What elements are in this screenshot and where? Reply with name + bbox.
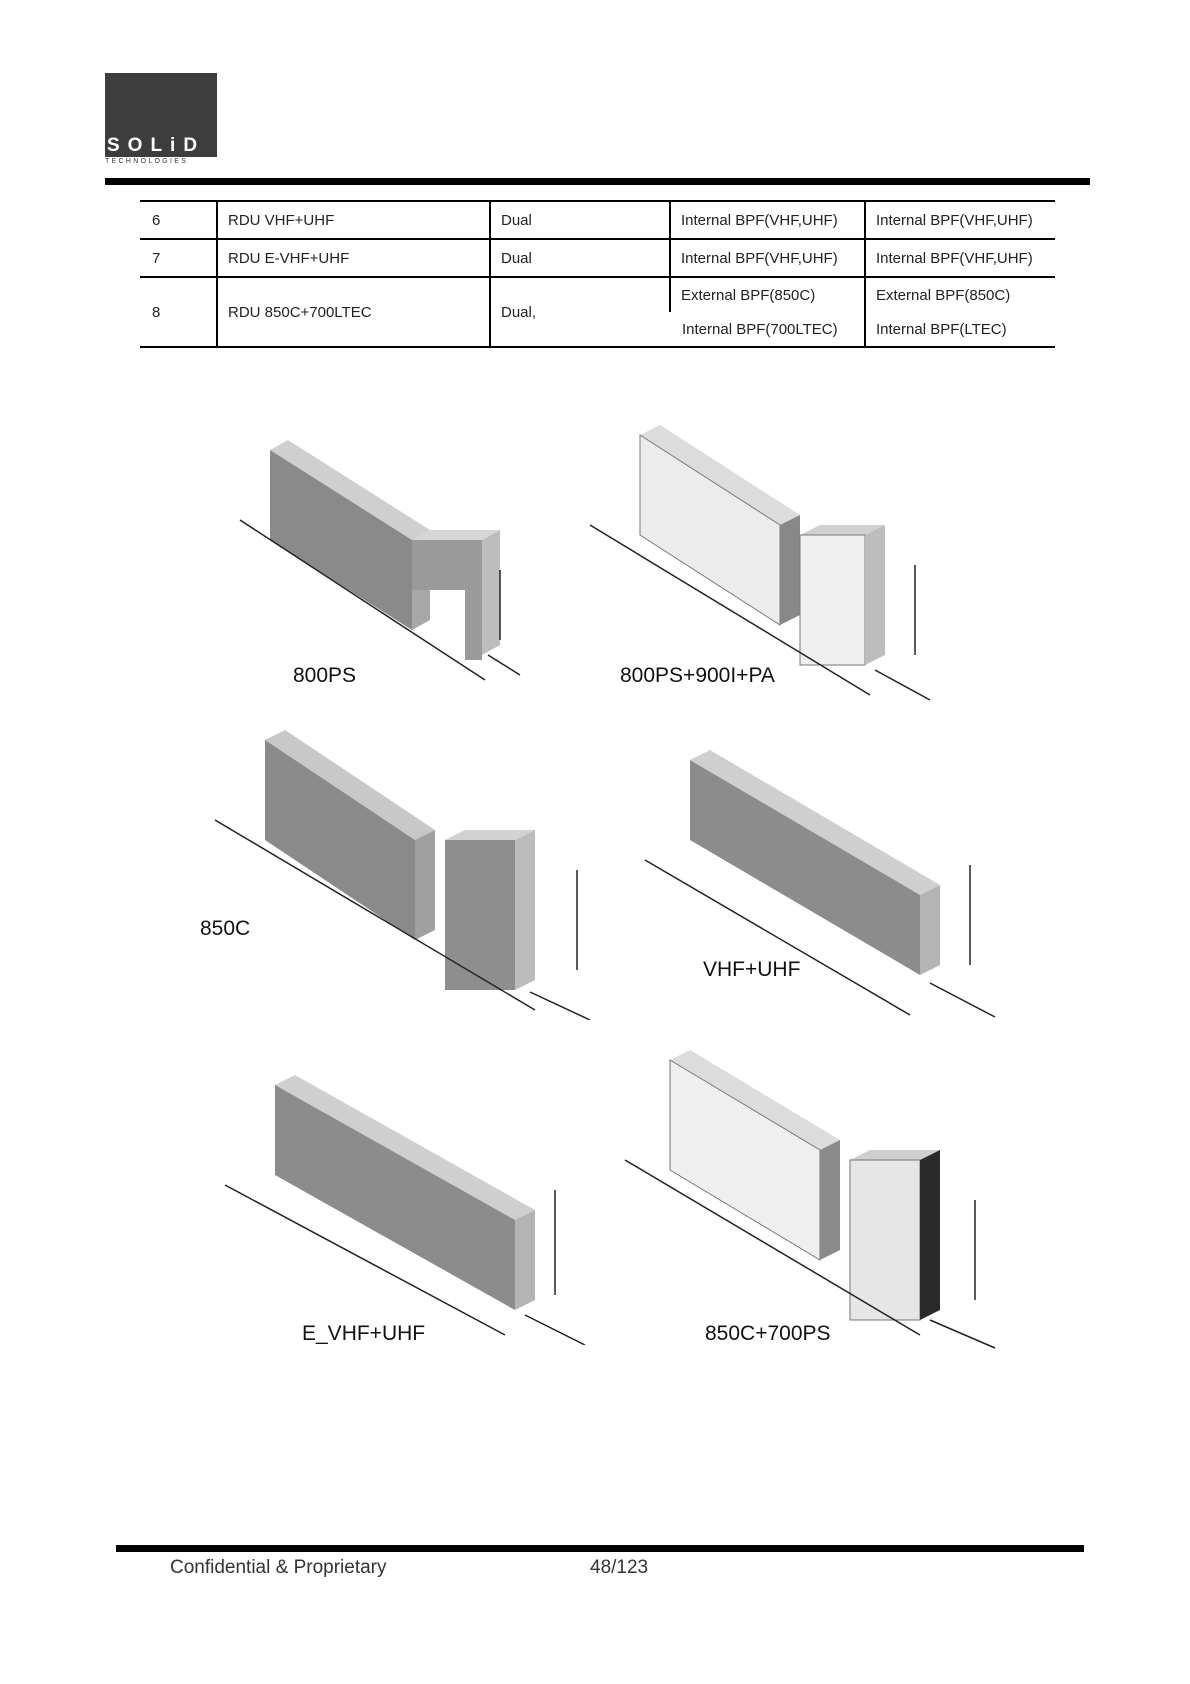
logo-tagline: TECHNOLOGIES — [105, 158, 189, 165]
table-row: 7 RDU E-VHF+UHF Dual Internal BPF(VHF,UH… — [140, 238, 1055, 278]
spec-table: 6 RDU VHF+UHF Dual Internal BPF(VHF,UHF)… — [140, 200, 1055, 348]
page-number: 48/123 — [590, 1557, 649, 1578]
table-row: Internal BPF(700LTEC) Internal BPF(LTEC) — [140, 312, 1055, 348]
cell-type: Dual — [489, 238, 670, 278]
logo-block — [105, 73, 217, 143]
cell-filter: Internal BPF(VHF,UHF) — [864, 200, 1055, 240]
figure-caption: 800PS — [293, 664, 357, 687]
cell-filter: Internal BPF(LTEC) — [864, 312, 1055, 348]
figure-caption: 800PS+900I+PA — [620, 664, 775, 687]
cell-filter: Internal BPF(VHF,UHF) — [864, 238, 1055, 278]
figure-caption: 850C+700PS — [705, 1322, 831, 1345]
table-row: 6 RDU VHF+UHF Dual Internal BPF(VHF,UHF)… — [140, 200, 1055, 240]
cell-name: RDU E-VHF+UHF — [216, 238, 490, 278]
footer-rule — [116, 1545, 1084, 1552]
product-render — [224, 1075, 586, 1345]
cell-type: Dual, — [489, 276, 670, 348]
cell-filter: Internal BPF(VHF,UHF) — [669, 200, 865, 240]
product-render — [624, 1050, 996, 1349]
cell-filter: Internal BPF(VHF,UHF) — [669, 238, 865, 278]
product-figure-e-vhf-uhf — [220, 1070, 600, 1345]
logo-wordmark: SOLiD — [105, 135, 217, 157]
cell-filter: External BPF(850C) — [864, 276, 1055, 312]
cell-no: 7 — [140, 238, 217, 278]
product-figure-800ps-900i-pa — [585, 425, 965, 715]
product-render — [214, 730, 591, 1020]
figure-caption: VHF+UHF — [703, 958, 801, 981]
cell-no: 8 — [140, 276, 217, 348]
company-logo: SOLiD TECHNOLOGIES — [105, 73, 217, 168]
footer-confidential: Confidential & Proprietary — [170, 1557, 387, 1578]
cell-filter: External BPF(850C) — [669, 276, 865, 312]
figure-caption: 850C — [200, 917, 251, 940]
header-rule — [105, 178, 1090, 185]
cell-type: Dual — [489, 200, 670, 240]
product-figure-800ps — [230, 440, 580, 710]
product-render — [589, 425, 931, 701]
figure-caption: E_VHF+UHF — [302, 1322, 426, 1345]
product-render — [644, 750, 996, 1018]
product-figure-850c — [205, 730, 605, 1020]
cell-filter: Internal BPF(700LTEC) — [670, 312, 865, 348]
cell-no: 6 — [140, 200, 217, 240]
product-render — [239, 440, 521, 681]
table-row: 8 RDU 850C+700LTEC Dual, External BPF(85… — [140, 276, 1055, 348]
cell-name: RDU 850C+700LTEC — [216, 276, 490, 348]
product-figure-vhf-uhf — [640, 745, 1010, 1025]
product-figure-850c-700ps — [620, 1050, 1010, 1350]
cell-name: RDU VHF+UHF — [216, 200, 490, 240]
